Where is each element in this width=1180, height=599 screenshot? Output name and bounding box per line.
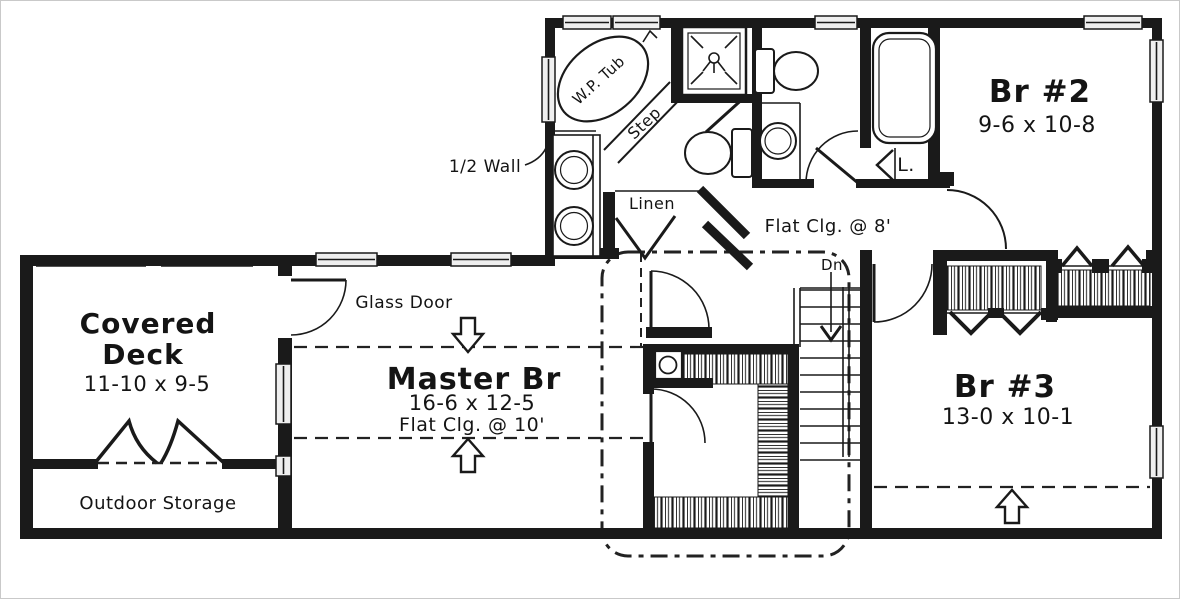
deck-railings [22, 258, 253, 454]
fixtures [552, 25, 938, 381]
bedroom-2-label: Br #2 [989, 74, 1091, 110]
stair-treads [800, 289, 860, 461]
hall-bath-door [805, 130, 859, 185]
bedroom-3-label: Br #3 [954, 369, 1056, 405]
half-wall-label: 1/2 Wall [449, 157, 521, 177]
window [1149, 39, 1164, 103]
bedroom-3-closet-bifold [948, 310, 994, 336]
walkin-closet-door [649, 388, 706, 444]
master-ceiling-note: Flat Clg. @ 10' [399, 414, 545, 436]
glass-door [277, 276, 347, 338]
master-bedroom-dims: 16-6 x 12-5 [409, 391, 536, 415]
staircase [793, 272, 860, 461]
bedroom-3-closet-bifold [997, 310, 1043, 336]
window [450, 252, 512, 267]
stairs-down-label: Dn [821, 256, 843, 274]
covered-deck-label: Covered [80, 307, 217, 340]
window [541, 56, 556, 123]
bedroom-2-dims: 9-6 x 10-8 [978, 113, 1096, 138]
linen-closet-abbr-label: L. [897, 154, 915, 176]
bathtub-fixture [871, 31, 938, 145]
window [275, 363, 292, 425]
hall-ceiling-note: Flat Clg. @ 8' [765, 216, 892, 237]
bedroom-2-closet-bifold [1110, 244, 1146, 268]
covered-deck-dims: 11-10 x 9-5 [84, 372, 211, 396]
master-bath-vanity [552, 134, 601, 257]
master-bath-toilet [684, 128, 753, 178]
window [612, 15, 661, 30]
window [562, 15, 612, 30]
linen-label: Linen [629, 194, 675, 213]
half-wall-leader [524, 147, 547, 166]
bedroom-2-closet-bifold [1060, 245, 1094, 268]
linen-bifold-door [614, 215, 677, 261]
lower-floor-outline [600, 250, 851, 558]
tub-step [553, 81, 685, 164]
bedroom-2-door [946, 189, 1007, 250]
window [1149, 425, 1164, 479]
slope-arrow-down-icon [450, 316, 486, 354]
stair-rail [793, 287, 850, 457]
slope-arrow-up-icon [994, 488, 1030, 525]
hall-bath-sink [759, 102, 801, 179]
down-arrow-icon [819, 272, 843, 343]
ceiling-break-lines [294, 253, 1150, 525]
shower-fixture [680, 25, 748, 97]
bedroom-3-door [872, 263, 933, 323]
window [814, 15, 858, 30]
whirlpool-tub-fixture [556, 29, 658, 123]
window [275, 455, 292, 477]
window [1083, 15, 1143, 30]
outdoor-storage-label: Outdoor Storage [79, 493, 236, 514]
windows [275, 15, 1164, 479]
storage-double-doors [93, 417, 226, 465]
bedroom-3-dims: 13-0 x 10-1 [942, 405, 1074, 430]
window [315, 252, 378, 267]
closet-shelving-hatch [653, 265, 1151, 529]
hall-bath-toilet [754, 48, 819, 94]
linen-closet-bifold [875, 148, 896, 182]
master-bedroom-door [649, 270, 710, 330]
closet-chute-fixture [653, 349, 684, 381]
shower-door [704, 93, 749, 134]
doors [277, 93, 1146, 444]
master-bedroom-label: Master Br [387, 362, 562, 397]
covered-deck-label: Deck [102, 338, 184, 371]
slope-arrow-up-icon [450, 437, 486, 474]
glass-door-label: Glass Door [355, 293, 452, 313]
